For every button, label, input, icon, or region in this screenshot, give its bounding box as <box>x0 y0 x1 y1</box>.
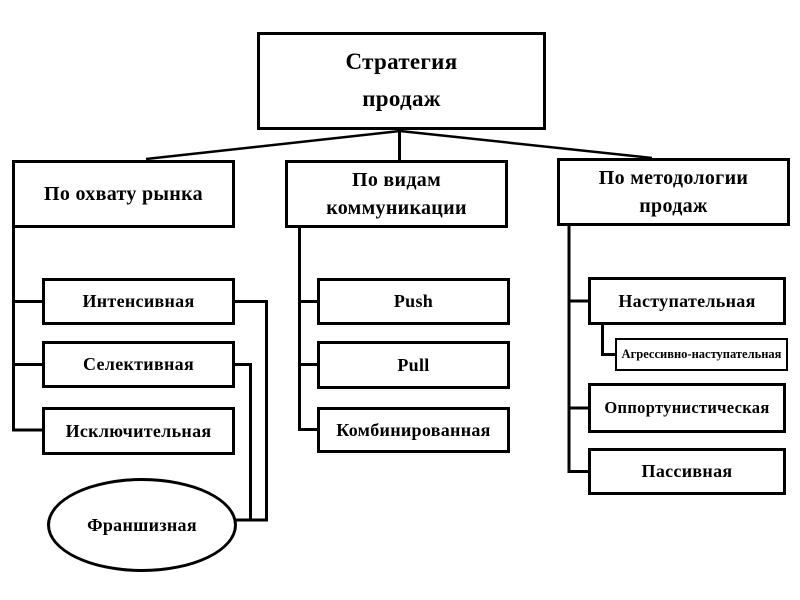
connector-root-to-branch1 <box>145 129 401 161</box>
branch1-franchise-connectors <box>234 300 268 522</box>
branch2-trunk-connectors <box>298 227 318 431</box>
node-branch-communication-types: По видам коммуникации <box>285 160 508 228</box>
node-intensive: Интенсивная <box>42 278 235 325</box>
branch1-trunk-connectors <box>12 227 43 432</box>
node-selective: Селективная <box>42 341 235 388</box>
node-push: Push <box>317 278 510 325</box>
node-branch-sales-methodology: По методологии продаж <box>557 158 790 226</box>
connector-root-to-branch3 <box>399 129 653 160</box>
node-combined: Комбинированная <box>317 407 510 453</box>
node-sales-strategy: Стратегия продаж <box>257 32 546 130</box>
node-pull: Pull <box>317 341 510 389</box>
node-exclusive: Исключительная <box>42 407 235 455</box>
node-offensive: Наступательная <box>588 277 786 325</box>
branch3-trunk-connectors <box>567 225 616 473</box>
node-passive: Пассивная <box>588 448 786 495</box>
node-aggressive-offensive: Агрессивно-наступательная <box>615 338 788 371</box>
node-branch-market-coverage: По охвату рынка <box>12 160 235 228</box>
node-opportunistic: Оппортунистическая <box>588 383 786 433</box>
node-franchise-ellipse: Франшизная <box>47 478 237 572</box>
root-fan-connectors <box>145 129 653 161</box>
